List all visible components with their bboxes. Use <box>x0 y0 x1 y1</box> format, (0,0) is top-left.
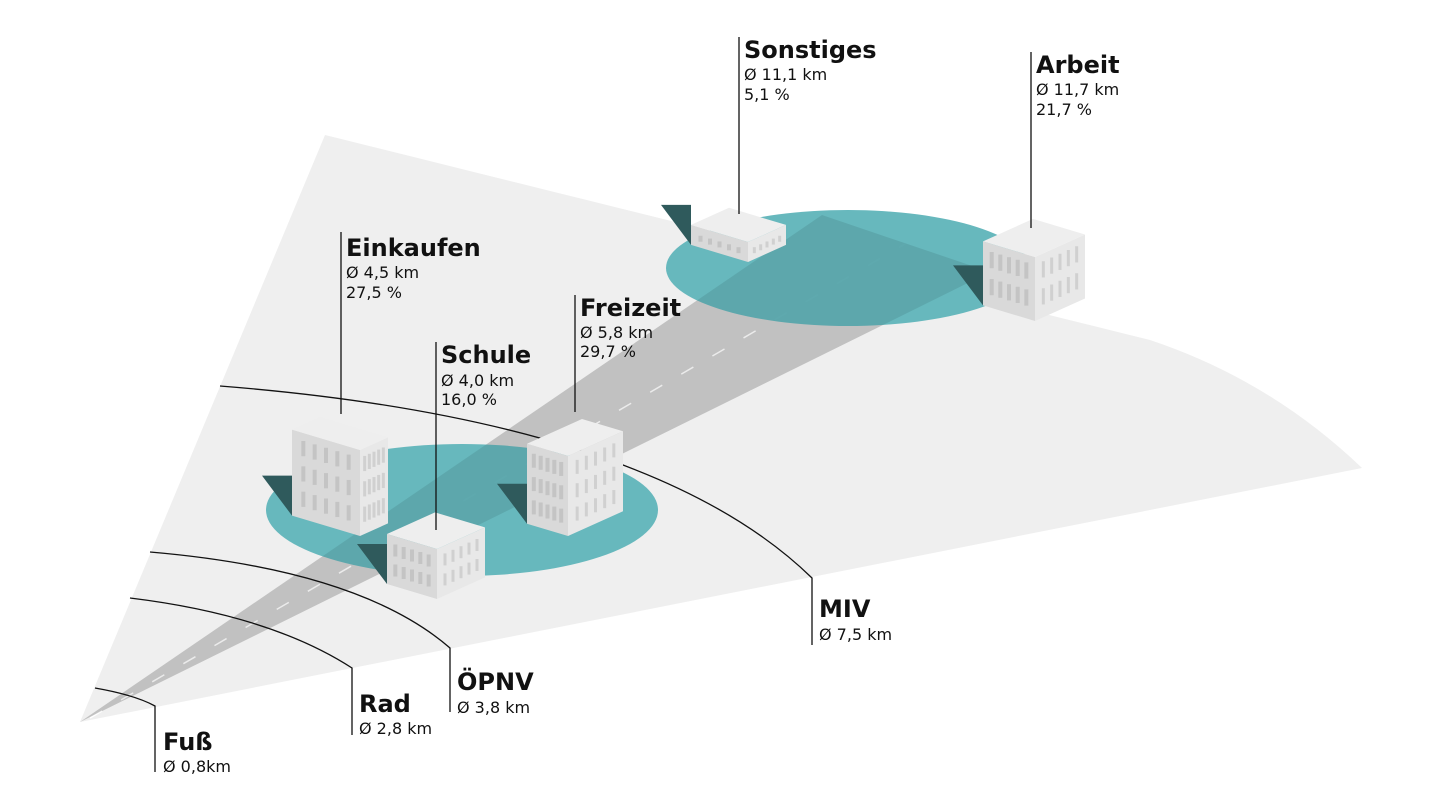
label-arbeit: Arbeit Ø 11,7 km 21,7 % <box>1036 51 1120 119</box>
purpose-distance: Ø 4,5 km <box>346 263 419 282</box>
building-arbeit-right-face <box>1035 234 1085 321</box>
mode-distance: Ø 2,8 km <box>359 719 432 738</box>
building-sonstiges-shadow <box>661 204 691 245</box>
building-freizeit-roof <box>527 418 623 456</box>
mode-distance: Ø 7,5 km <box>819 625 892 644</box>
building-schule-shadow <box>357 544 387 584</box>
label-freizeit: Freizeit Ø 5,8 km 29,7 % <box>580 294 681 361</box>
mode-distance: Ø 3,8 km <box>457 698 530 717</box>
purpose-distance: Ø 11,1 km <box>744 65 827 84</box>
purpose-title: Schule <box>441 341 531 369</box>
building-einkaufen-shadow <box>262 475 292 516</box>
purpose-share: 29,7 % <box>580 342 636 361</box>
building-einkaufen-roof <box>292 417 388 450</box>
label-sonstiges: Sonstiges Ø 11,1 km 5,1 % <box>744 36 877 104</box>
purpose-title: Sonstiges <box>744 36 877 64</box>
building-arbeit-left-face <box>983 241 1035 321</box>
purpose-share: 27,5 % <box>346 283 402 302</box>
purpose-share: 5,1 % <box>744 85 790 104</box>
building-arbeit-roof <box>983 218 1085 257</box>
purpose-title: Freizeit <box>580 294 681 322</box>
building-freizeit-shadow <box>497 483 527 524</box>
arc-fuss <box>94 687 156 772</box>
building-sonstiges-roof <box>691 207 786 242</box>
building-schule-right-face <box>437 527 485 599</box>
label-rad: Rad Ø 2,8 km <box>359 690 432 738</box>
mode-title: ÖPNV <box>457 666 534 696</box>
arc-rad <box>129 597 353 735</box>
label-miv: MIV Ø 7,5 km <box>819 595 892 644</box>
label-fuss: Fuß Ø 0,8km <box>163 728 231 776</box>
building-schule-left-face <box>387 534 437 599</box>
mode-title: Fuß <box>163 728 213 756</box>
purpose-share: 16,0 % <box>441 390 497 409</box>
label-einkaufen: Einkaufen Ø 4,5 km 27,5 % <box>346 234 481 302</box>
label-schule: Schule Ø 4,0 km 16,0 % <box>441 341 531 409</box>
purpose-title: Arbeit <box>1036 51 1120 79</box>
purpose-distance: Ø 11,7 km <box>1036 80 1119 99</box>
building-schule-roof <box>387 512 485 549</box>
mode-title: Rad <box>359 690 411 718</box>
purpose-title: Einkaufen <box>346 234 481 262</box>
mode-title: MIV <box>819 595 871 623</box>
label-oepnv: ÖPNV Ø 3,8 km <box>457 666 534 717</box>
building-arbeit-shadow <box>953 265 983 306</box>
purpose-distance: Ø 4,0 km <box>441 371 514 390</box>
mode-distance: Ø 0,8km <box>163 757 231 776</box>
purpose-distance: Ø 5,8 km <box>580 323 653 342</box>
purpose-share: 21,7 % <box>1036 100 1092 119</box>
arc-oepnv <box>149 551 451 712</box>
